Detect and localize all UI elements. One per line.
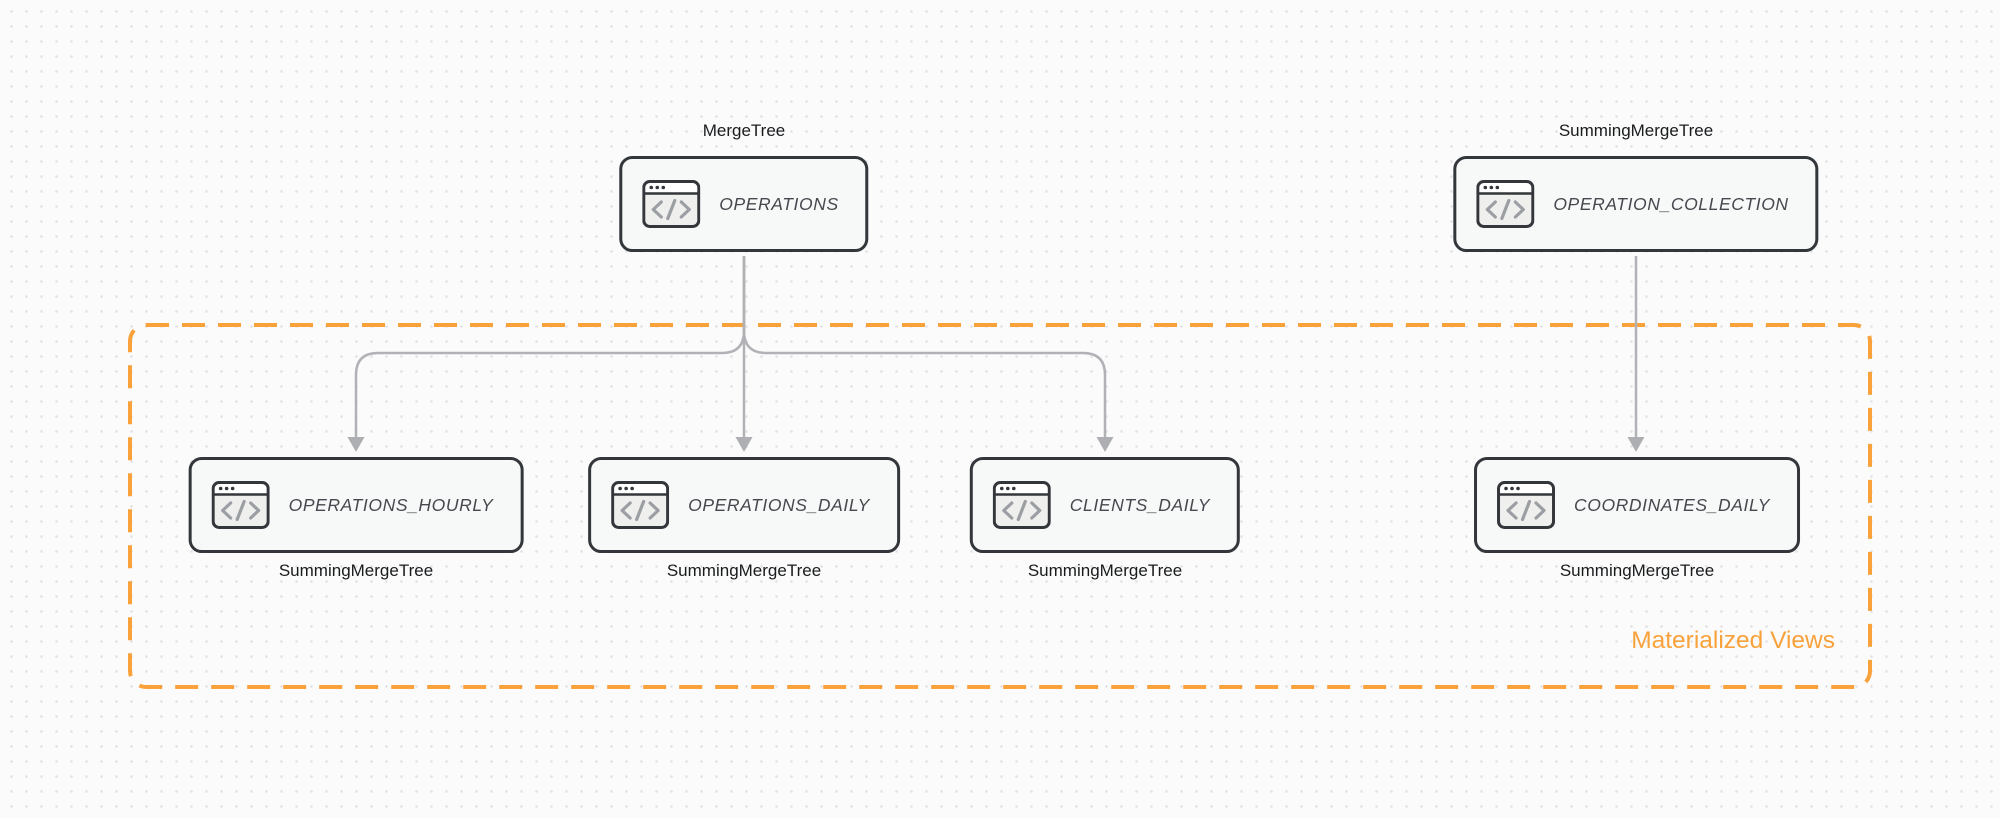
table-name: OPERATIONS — [719, 193, 839, 214]
table-node-coordinates-daily[interactable]: COORDINATES_DAILY — [1474, 457, 1800, 553]
table-node-operations-hourly[interactable]: OPERATIONS_HOURLY — [188, 457, 524, 553]
edge-operations-to-clients-daily — [742, 256, 1107, 438]
code-window-icon — [1497, 481, 1556, 529]
materialized-views-label: Materialized Views — [1631, 627, 1835, 654]
code-window-icon — [992, 481, 1051, 529]
table-node-operations[interactable]: OPERATIONS — [619, 156, 869, 252]
table-node-clients-daily[interactable]: CLIENTS_DAILY — [969, 457, 1241, 553]
edge-operations-to-operations-hourly — [354, 256, 746, 438]
table-name: OPERATION_COLLECTION — [1553, 193, 1789, 214]
engine-label-operations: MergeTree — [702, 121, 786, 140]
arrowhead-operations-hourly — [347, 437, 365, 452]
code-window-icon — [611, 481, 670, 529]
engine-label-clients-daily: SummingMergeTree — [1027, 561, 1183, 580]
table-name: CLIENTS_DAILY — [1069, 494, 1211, 515]
code-window-icon — [642, 180, 701, 228]
table-name: COORDINATES_DAILY — [1574, 494, 1770, 515]
arrowhead-operations-daily — [735, 437, 753, 452]
engine-label-operations-daily: SummingMergeTree — [666, 561, 822, 580]
table-node-operations-daily[interactable]: OPERATIONS_DAILY — [588, 457, 900, 553]
arrowhead-coordinates-daily — [1627, 437, 1645, 452]
engine-label-operations-hourly: SummingMergeTree — [278, 561, 434, 580]
engine-label-operation-collection: SummingMergeTree — [1558, 121, 1714, 140]
engine-label-coordinates-daily: SummingMergeTree — [1559, 561, 1715, 580]
arrowhead-clients-daily — [1096, 437, 1114, 452]
table-node-operation-collection[interactable]: OPERATION_COLLECTION — [1453, 156, 1819, 252]
table-name: OPERATIONS_HOURLY — [288, 494, 494, 515]
table-name: OPERATIONS_DAILY — [688, 494, 870, 515]
code-window-icon — [211, 481, 270, 529]
code-window-icon — [1476, 180, 1535, 228]
